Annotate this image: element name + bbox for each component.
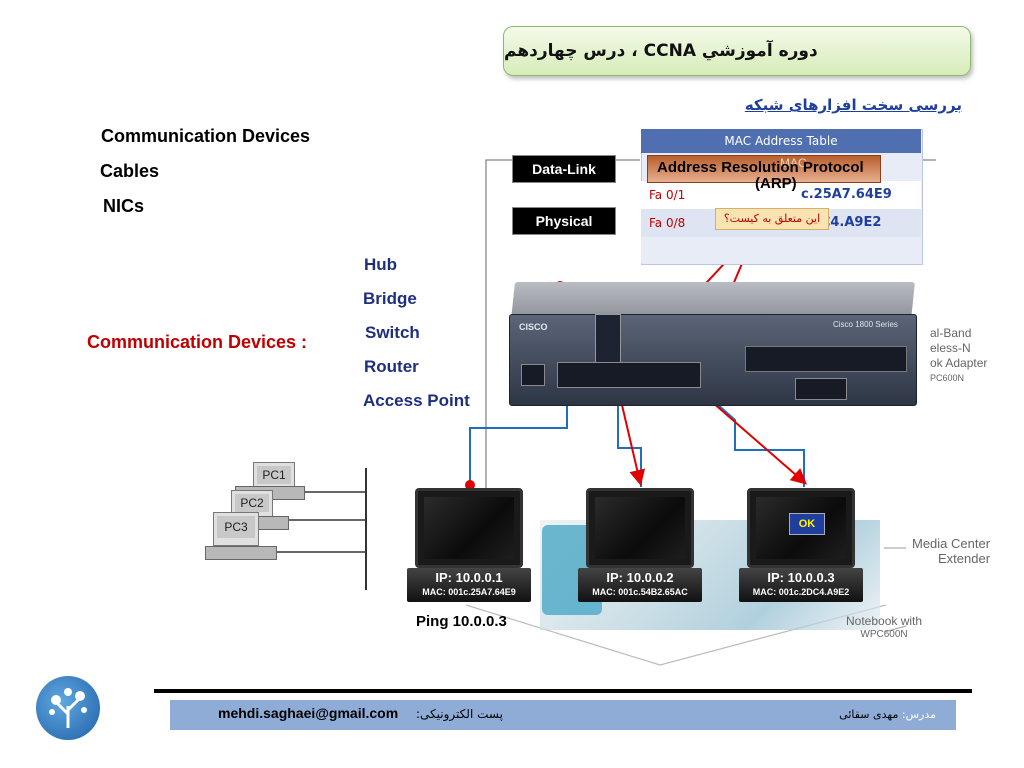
pc1-label: PC1 (257, 466, 291, 484)
data-link-bracket (485, 159, 513, 488)
arp-label: Address Resolution Protocol (ARP) (657, 160, 864, 192)
list-item-communication-devices: Communication Devices (101, 126, 311, 146)
arp-label-line2: (ARP) (755, 175, 797, 192)
teacher-info: مدرس: مهدی سقائی (800, 708, 936, 721)
whose-popup: این متعلق به کیست؟ (715, 208, 829, 230)
physical-label: Physical (512, 207, 616, 235)
mac-table-mac: c.25A7.64E9 (801, 187, 892, 202)
arp-banner (647, 155, 881, 183)
laptop-1: IP: 10.0.0.1 MAC: 001c.25A7.64E9 (407, 488, 531, 602)
cable-laptop3 (691, 381, 805, 487)
laptop-2: IP: 10.0.0.2 MAC: 001c.54B2.65AC (578, 488, 702, 602)
adapter-label-line: ok Adapter (930, 356, 988, 370)
adapter-label-line: eless-N (930, 341, 971, 355)
notebook-label: Notebook with WPC600N (846, 614, 922, 642)
mac-table-row: Fa 0/1 c.25A7.64E9 (641, 181, 921, 209)
adapter-label: al-Band eless-N ok Adapter PC600N (930, 326, 987, 386)
switch-ports (557, 362, 701, 388)
teacher-label: مدرس: (901, 708, 936, 721)
teacher-name: مهدی سقائی (839, 708, 899, 721)
device-router: Router (364, 357, 419, 376)
laptop-ip: IP: 10.0.0.3 (767, 570, 835, 585)
tree-icon (49, 688, 87, 728)
slide-title-box: دوره آموزشي CCNA ، درس چهاردهم (503, 26, 971, 76)
ping-label: Ping 10.0.0.3 (416, 613, 507, 630)
laptop-mac: MAC: 001c.25A7.64E9 (422, 587, 516, 597)
notebook-line: Notebook with (846, 614, 923, 628)
tree-logo (36, 676, 100, 740)
pc2-label: PC2 (235, 494, 269, 512)
mac-table-port: Fa 0/8 (649, 216, 686, 230)
list-item-cables: Cables (100, 161, 160, 181)
laptop-mac: MAC: 001c.2DC4.A9E2 (752, 587, 850, 597)
cisco-router: CISCO Cisco 1800 Series (505, 274, 919, 414)
device-access-point: Access Point (363, 391, 470, 410)
pc3-label: PC3 (217, 516, 255, 538)
red-dot-laptop1 (465, 480, 475, 490)
mac-table-port: Fa 0/1 (649, 188, 686, 202)
list-item-nics: NICs (103, 196, 145, 216)
device-hub: Hub (364, 255, 398, 274)
slide-subtitle: بررسی سخت افزارهای شبکه (744, 96, 962, 114)
notebook-line: WPC600N (860, 629, 908, 640)
adapter-label-line: al-Band (930, 326, 972, 340)
media-center-line: Extender (938, 551, 991, 566)
cisco-logo: CISCO (519, 322, 548, 332)
communication-devices-label: Communication Devices : (87, 332, 308, 352)
device-bridge: Bridge (363, 289, 417, 308)
adapter-label-line: PC600N (930, 373, 965, 383)
slide-title: دوره آموزشي CCNA ، درس چهاردهم (504, 41, 818, 61)
device-switch: Switch (365, 323, 420, 342)
media-center-line: Media Center (912, 536, 991, 551)
email-label: پست الکترونیکی: (416, 707, 503, 721)
mac-table-empty-row (641, 237, 921, 263)
mac-table-title: MAC Address Table (641, 129, 921, 153)
laptop-ip: IP: 10.0.0.2 (606, 570, 674, 585)
mac-table-header-partial: MAC (780, 156, 807, 170)
pc-stack: PC1 PC2 PC3 (205, 462, 317, 562)
data-link-label: Data-Link (512, 155, 616, 183)
laptop-ip: IP: 10.0.0.1 (435, 570, 503, 585)
arp-label-line1: Address Resolution Protocol (657, 159, 864, 176)
media-center-label: Media Center Extender (912, 536, 990, 566)
laptop-mac: MAC: 001c.54B2.65AC (592, 587, 688, 597)
cable-laptop2 (617, 383, 642, 487)
ok-box: OK (789, 513, 825, 535)
email-address: mehdi.saghaei@gmail.com (218, 705, 399, 721)
router-series-label: Cisco 1800 Series (833, 320, 898, 329)
footer-divider (154, 689, 972, 693)
footer-bar (170, 700, 956, 730)
laptop-3: OK IP: 10.0.0.3 MAC: 001c.2DC4.A9E2 (739, 488, 863, 602)
